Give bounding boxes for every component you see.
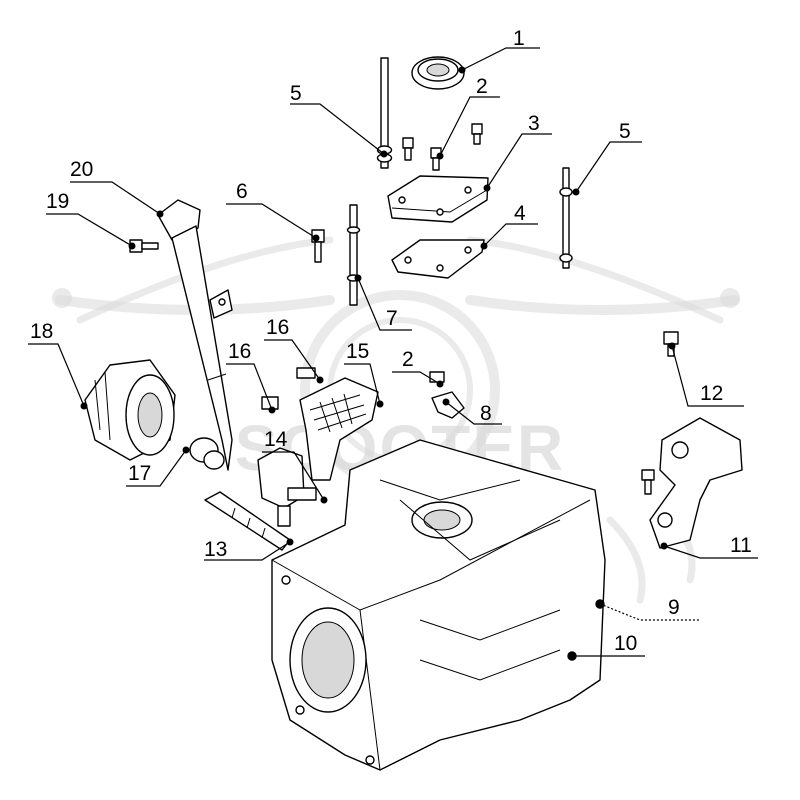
callout-5-left: 5 xyxy=(290,82,388,158)
callout-11: 11 xyxy=(660,534,758,559)
part-oil-seal xyxy=(411,56,465,90)
part-cover-plate xyxy=(387,175,489,223)
svg-text:19: 19 xyxy=(46,190,69,213)
callout-10: 10 xyxy=(568,632,645,660)
svg-text:17: 17 xyxy=(128,462,151,485)
callout-15: 15 xyxy=(344,340,384,408)
part-bolt-6 xyxy=(311,229,325,263)
part-fitting-17 xyxy=(189,437,225,470)
callout-20: 20 xyxy=(70,158,164,218)
svg-text:5: 5 xyxy=(619,120,631,143)
svg-text:12: 12 xyxy=(700,382,723,405)
part-bracket-11 xyxy=(641,417,743,549)
svg-text:7: 7 xyxy=(386,307,398,330)
part-breather xyxy=(299,377,379,481)
svg-text:16: 16 xyxy=(266,316,289,339)
callout-17: 17 xyxy=(126,446,190,487)
svg-text:13: 13 xyxy=(204,538,227,561)
svg-text:9: 9 xyxy=(668,596,680,619)
svg-text:6: 6 xyxy=(236,180,248,203)
svg-text:15: 15 xyxy=(346,340,369,363)
callout-3: 3 xyxy=(483,112,552,192)
part-stud-7 xyxy=(346,204,361,306)
part-stud-right xyxy=(559,167,573,269)
callout-16-lower: 16 xyxy=(226,340,276,414)
part-sensor-14 xyxy=(257,447,317,527)
svg-text:14: 14 xyxy=(264,428,288,451)
callout-13: 13 xyxy=(204,538,294,561)
callout-8: 8 xyxy=(442,398,502,425)
callout-5-right: 5 xyxy=(572,120,642,196)
callout-2-mid: 2 xyxy=(392,348,444,388)
callout-14: 14 xyxy=(262,428,328,504)
part-crankcase xyxy=(271,439,606,771)
callout-7: 7 xyxy=(354,274,412,331)
callout-4: 4 xyxy=(480,202,538,250)
callout-6: 6 xyxy=(226,180,320,242)
svg-text:18: 18 xyxy=(30,320,53,343)
svg-text:10: 10 xyxy=(614,632,637,655)
svg-text:11: 11 xyxy=(730,534,752,557)
svg-text:8: 8 xyxy=(480,402,492,425)
callout-2-top: 2 xyxy=(436,75,500,160)
callout-19: 19 xyxy=(46,190,136,250)
svg-text:2: 2 xyxy=(402,348,414,371)
svg-text:1: 1 xyxy=(513,27,525,50)
part-stud-left xyxy=(376,57,393,169)
svg-text:3: 3 xyxy=(528,112,540,135)
svg-text:2: 2 xyxy=(476,75,488,98)
callout-16-upper: 16 xyxy=(264,316,324,384)
callout-1: 1 xyxy=(458,27,540,74)
callout-12: 12 xyxy=(668,342,744,407)
part-dipstick-tube xyxy=(157,199,233,471)
part-gasket xyxy=(391,239,485,279)
part-bolts-top xyxy=(402,123,483,171)
part-oil-filter xyxy=(84,359,176,461)
svg-text:5: 5 xyxy=(290,82,302,105)
callout-18: 18 xyxy=(28,320,88,410)
svg-text:4: 4 xyxy=(514,202,526,225)
callout-9: 9 xyxy=(596,596,700,621)
svg-text:16: 16 xyxy=(228,340,251,363)
svg-text:20: 20 xyxy=(70,158,93,181)
